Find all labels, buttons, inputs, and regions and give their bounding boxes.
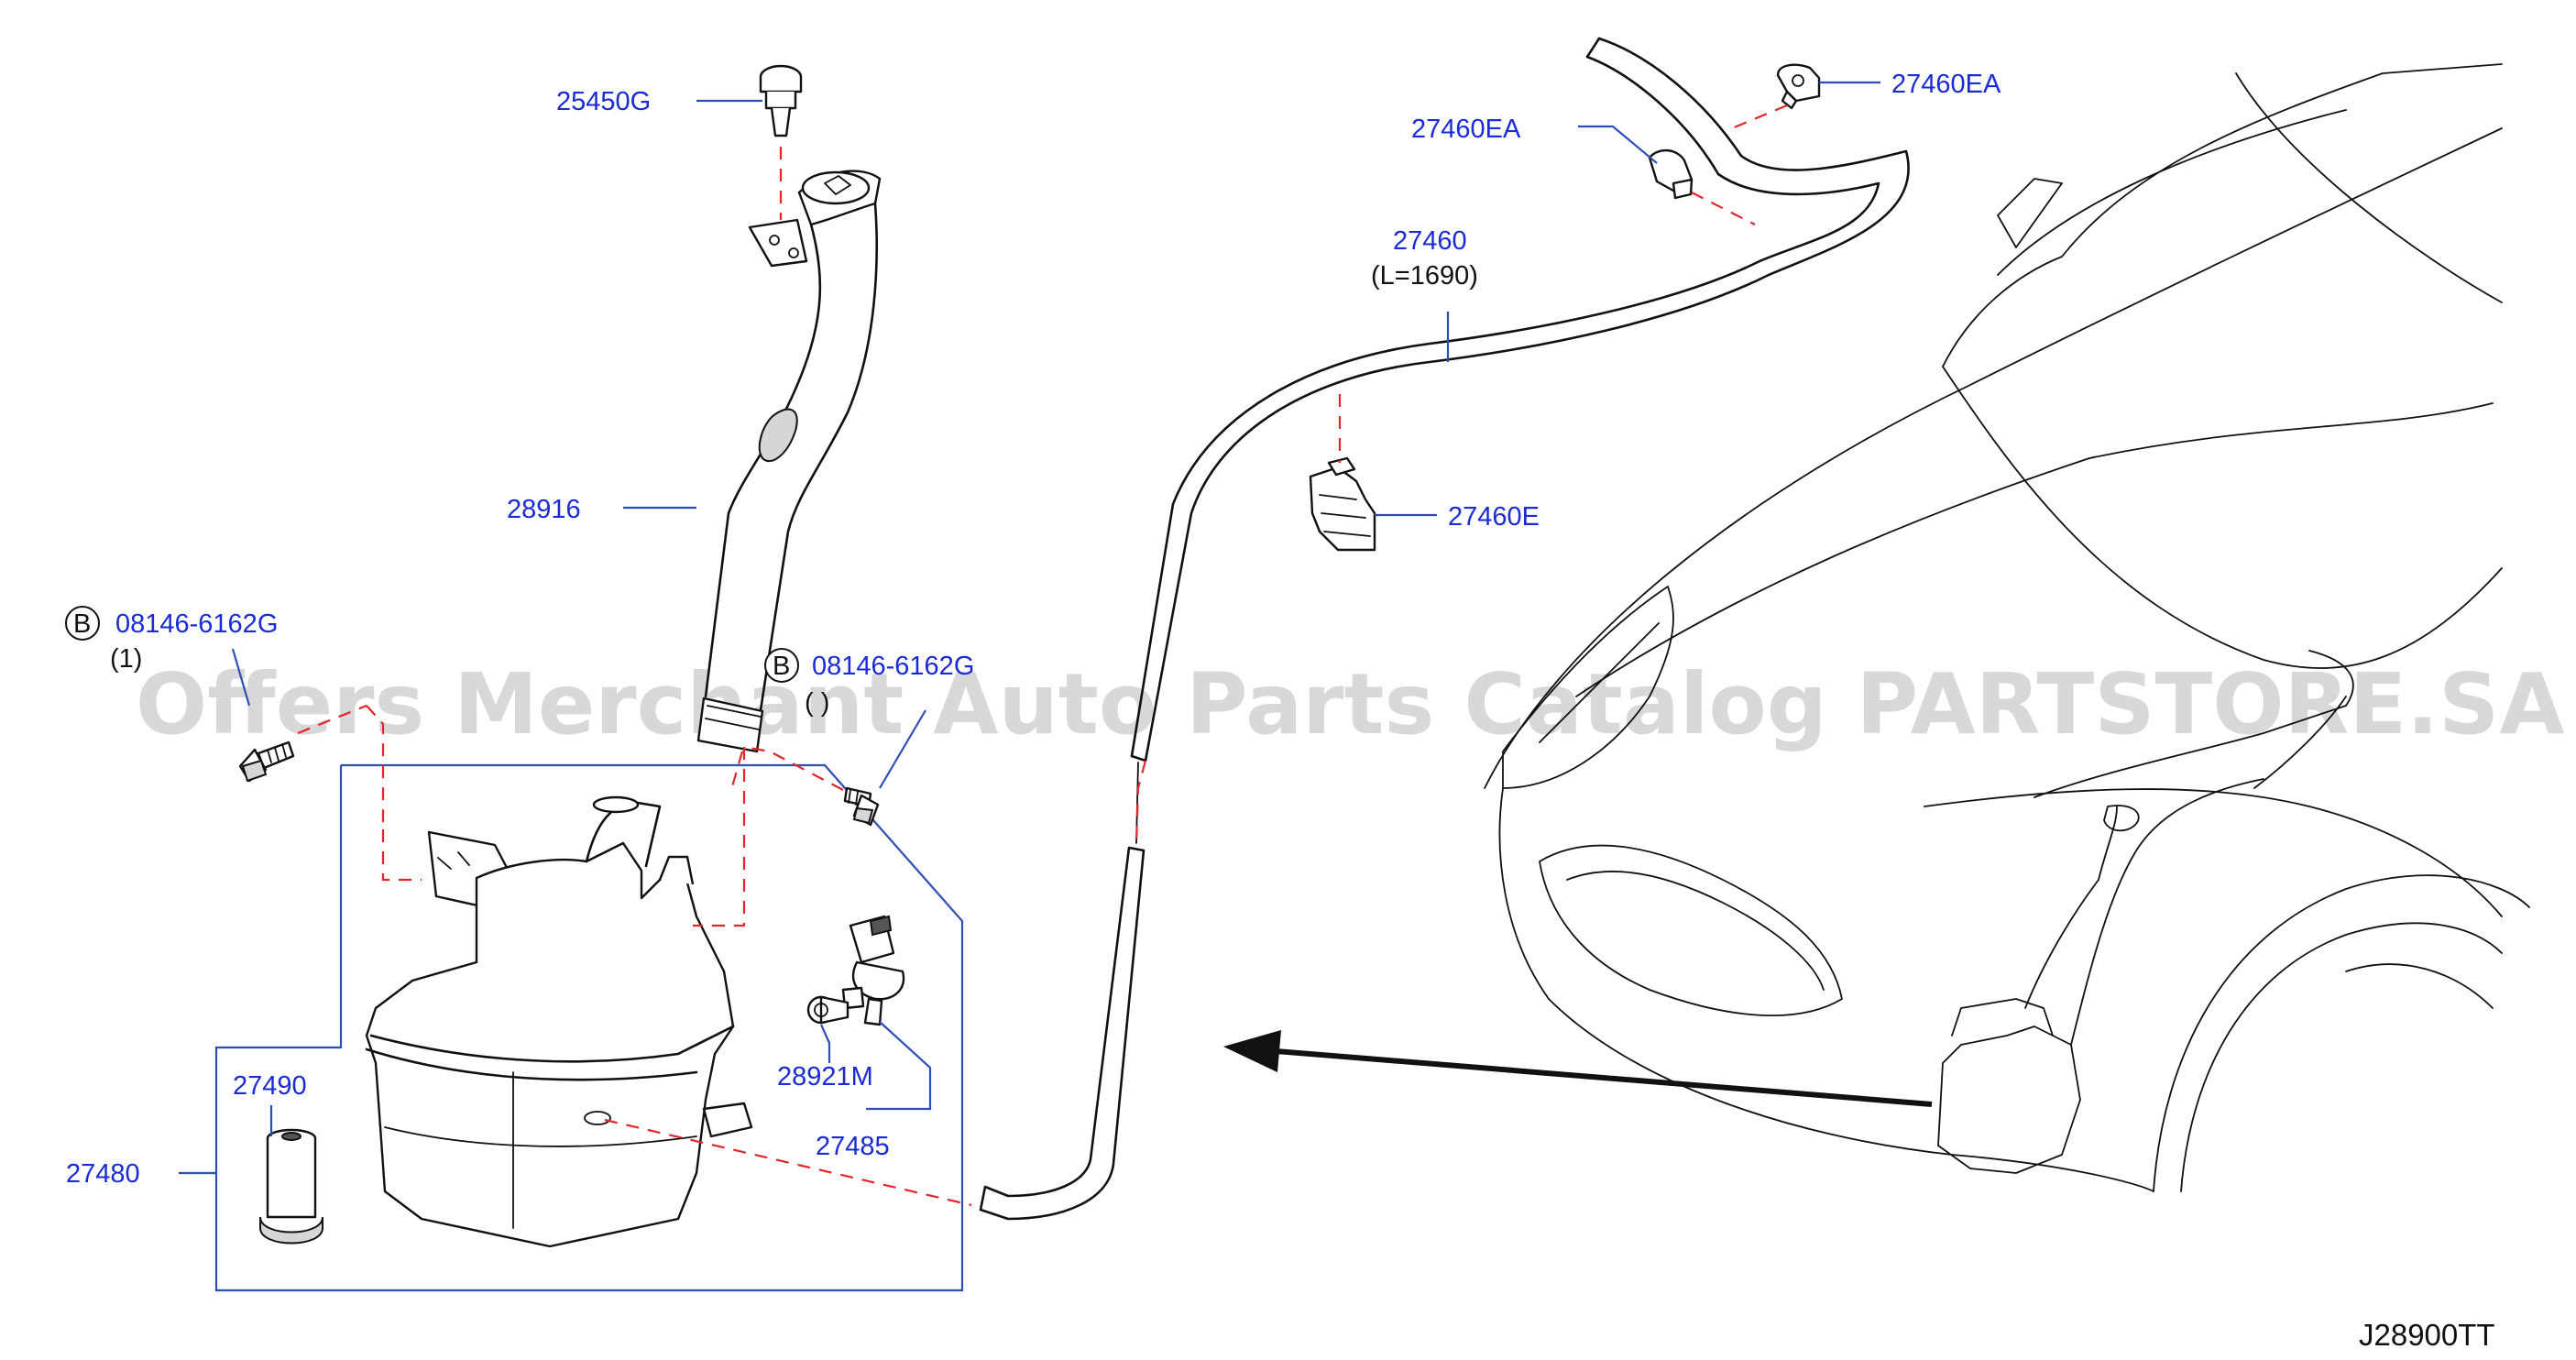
label-bolt-left-qty: (1) [110, 644, 142, 674]
watermark: Offers Merchant Auto Parts Catalog PARTS… [136, 655, 2565, 753]
bolt-left-08146[interactable] [238, 740, 295, 783]
filler-neck-28916[interactable] [696, 170, 882, 753]
label-27480[interactable]: 27480 [66, 1159, 140, 1189]
clip-27460ea-left[interactable] [1648, 148, 1694, 200]
label-25450g[interactable]: 25450G [556, 87, 651, 116]
washer-pump-27485[interactable] [841, 915, 905, 1026]
svg-text:B: B [73, 609, 91, 639]
washer-hose-27460[interactable] [979, 37, 1910, 1221]
label-28916[interactable]: 28916 [507, 495, 581, 524]
vehicle-sketch [1484, 63, 2530, 1192]
clip-25450g[interactable] [759, 64, 803, 137]
label-bolt-right-qty: ( ) [805, 688, 829, 718]
bolt-marker-right: B [764, 648, 799, 683]
label-27485[interactable]: 27485 [816, 1132, 890, 1161]
bolt-marker-left: B [65, 606, 100, 641]
label-27460[interactable]: 27460 [1393, 226, 1467, 256]
grommet-28921m[interactable] [806, 995, 850, 1025]
svg-text:B: B [773, 652, 790, 681]
clip-27460ea-top[interactable] [1776, 63, 1821, 110]
label-27460ea-top[interactable]: 27460EA [1891, 70, 2001, 99]
label-bolt-right[interactable]: 08146-6162G [812, 652, 974, 681]
clip-27460e[interactable] [1309, 456, 1376, 552]
bolt-right-08146[interactable] [843, 786, 880, 827]
filter-27490[interactable] [259, 1128, 323, 1245]
label-27460-length: (L=1690) [1371, 261, 1478, 291]
arrow-left-icon [1223, 1030, 1933, 1107]
label-27490[interactable]: 27490 [233, 1071, 307, 1101]
label-28921m[interactable]: 28921M [777, 1062, 873, 1091]
reference-code: J28900TT [2359, 1318, 2495, 1352]
washer-tank-27480[interactable] [365, 795, 753, 1248]
label-bolt-left[interactable]: 08146-6162G [115, 609, 278, 639]
label-27460ea-left[interactable]: 27460EA [1411, 115, 1521, 144]
label-27460e[interactable]: 27460E [1448, 502, 1540, 532]
